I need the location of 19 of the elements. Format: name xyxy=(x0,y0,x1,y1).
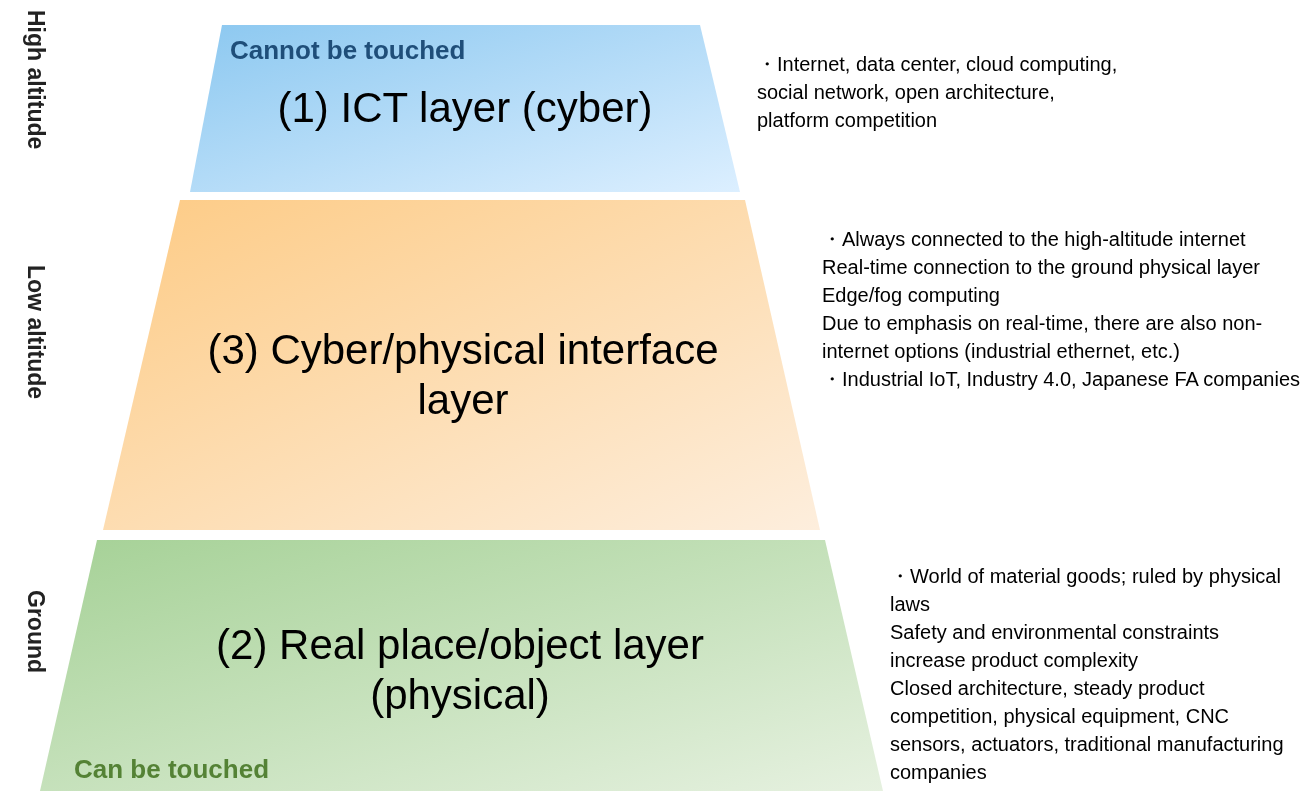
description-text: ・Always connected to the high-altitude internet xyxy=(822,227,1247,252)
layer-title: (2) Real place/object layer (physical) xyxy=(215,620,705,720)
altitude-label: High altitude xyxy=(22,10,49,150)
description-text: ・World of material goods; ruled by physical laws xyxy=(890,564,1282,617)
description-text: Closed architecture, steady product competition, physical equipment, CNC sensors, actuators, traditional manufacturing companies xyxy=(890,676,1285,785)
note-text: Can be touched xyxy=(74,754,270,785)
description-text: ・Internet, data center, cloud computing, social network, open architecture, platform competition xyxy=(757,52,1119,133)
note-text: Cannot be touched xyxy=(230,35,467,66)
description-text: Edge/fog computing xyxy=(822,283,1001,308)
altitude-label: Ground xyxy=(22,590,49,674)
layer-title: (3) Cyber/physical interface layer xyxy=(206,325,720,425)
description-text: ・Industrial IoT, Industry 4.0, Japanese FA companies xyxy=(822,367,1301,392)
altitude-label: Low altitude xyxy=(22,265,49,400)
trapezoid-layer xyxy=(190,25,740,192)
description-text: Due to emphasis on real-time, there are also non-internet options (industrial ethernet, etc.) xyxy=(822,311,1264,364)
description-text: Safety and environmental constraints increase product complexity xyxy=(890,620,1221,673)
trapezoid-layer xyxy=(103,200,820,530)
description-text: Real-time connection to the ground physical layer xyxy=(822,255,1262,280)
layer-title: (1) ICT layer (cyber) xyxy=(276,83,654,133)
